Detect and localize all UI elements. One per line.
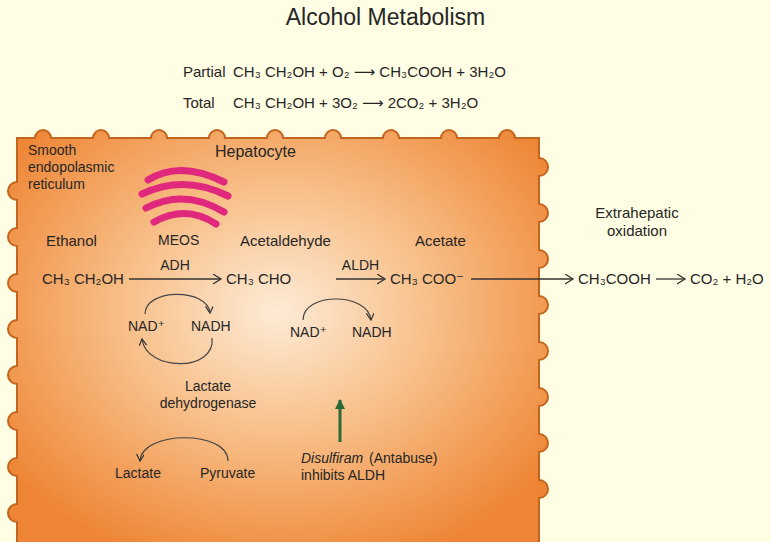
label: CH₃ CH₂OH + O₂ ⟶ CH₃COOH + 3H₂O bbox=[233, 63, 506, 81]
metabolite-label: CH₃ CH₂OH bbox=[42, 270, 124, 288]
reaction-arrow bbox=[656, 278, 685, 279]
label: Pyruvate bbox=[200, 465, 255, 482]
label: Total bbox=[183, 94, 215, 112]
er-shape: Smooth endopolasmic reticulumMEOS bbox=[140, 166, 230, 230]
metabolite-label: Ethanol bbox=[46, 232, 97, 250]
er-membrane bbox=[142, 184, 228, 196]
label: Disulfiram bbox=[301, 450, 363, 467]
label: Extrahepatic oxidation bbox=[578, 204, 696, 240]
reaction-arrow bbox=[129, 278, 221, 279]
label: NADH bbox=[191, 318, 231, 335]
label: NAD⁺ bbox=[128, 318, 165, 335]
label: (Antabuse) inhibits ALDH bbox=[301, 450, 473, 484]
metabolite: AcetateCH₃ COO⁻ bbox=[388, 230, 468, 290]
label: Partial bbox=[183, 63, 226, 81]
cofactor-arc bbox=[303, 299, 371, 320]
organelle-label: MEOS bbox=[158, 232, 199, 249]
reaction-arrow bbox=[471, 278, 573, 279]
label: NADH bbox=[352, 324, 392, 341]
cofactor-arc bbox=[142, 338, 212, 364]
cell-membrane bbox=[8, 130, 548, 542]
metabolite: AcetaldehydeCH₃ CHO bbox=[224, 230, 333, 290]
title: Alcohol Metabolism bbox=[0, 4, 771, 32]
metabolite-label: CH₃ COO⁻ bbox=[390, 270, 464, 288]
cell-outline: HepatocyteSmooth endopolasmic reticulumM… bbox=[5, 128, 555, 542]
metabolite-label: CH₃ CHO bbox=[226, 270, 291, 288]
er-membrane bbox=[148, 170, 224, 182]
er-drawing bbox=[140, 166, 230, 230]
cell-label: Hepatocyte bbox=[215, 142, 296, 161]
metabolite: CO₂ + H₂O bbox=[688, 268, 766, 290]
label: Lactate dehydrogenase bbox=[156, 378, 260, 412]
er-membrane bbox=[154, 213, 216, 224]
enzyme-label: ALDH bbox=[342, 257, 379, 274]
label: CH₃ CH₂OH + 3O₂ ⟶ 2CO₂ + 3H₂O bbox=[233, 94, 478, 112]
cell-shape bbox=[5, 128, 555, 542]
cofactor-arc bbox=[145, 294, 210, 314]
metabolite: EthanolCH₃ CH₂OH bbox=[40, 230, 126, 290]
reaction-arrow bbox=[336, 278, 385, 279]
metabolite-label: Acetate bbox=[415, 232, 466, 250]
metabolite: CH₃COOH bbox=[576, 268, 653, 290]
lactate-arc bbox=[140, 438, 228, 461]
organelle-label: Smooth endopolasmic reticulum bbox=[28, 142, 143, 192]
label: Lactate bbox=[115, 465, 161, 482]
metabolite-label: CO₂ + H₂O bbox=[690, 270, 764, 288]
label: NAD⁺ bbox=[290, 324, 327, 341]
enzyme-label: ADH bbox=[160, 257, 190, 274]
metabolite-label: CH₃COOH bbox=[578, 270, 651, 288]
metabolite-label: Acetaldehyde bbox=[240, 232, 331, 250]
inhibition-arrow bbox=[339, 400, 342, 442]
